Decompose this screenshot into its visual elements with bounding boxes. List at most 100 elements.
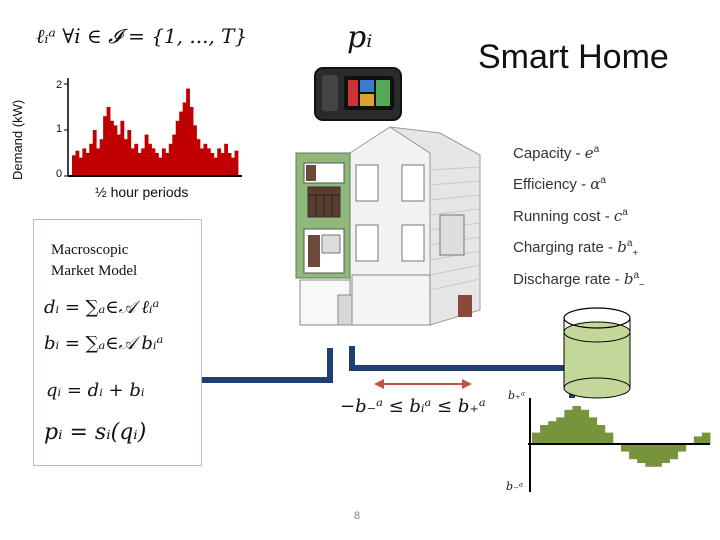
demand-bar	[75, 150, 80, 176]
demand-bar	[175, 120, 180, 176]
battery-cylinder	[563, 307, 631, 399]
demand-bar	[161, 148, 166, 176]
demand-bar	[72, 155, 76, 176]
demand-bar	[116, 134, 121, 176]
charge-bar	[572, 406, 581, 444]
demand-bar	[110, 120, 114, 176]
demand-bar	[82, 148, 87, 176]
demand-bar	[220, 153, 225, 176]
battery-property-superscript: a	[593, 144, 600, 155]
charge-bar	[548, 421, 557, 444]
battery-property-subscript: −	[639, 280, 645, 291]
demand-bar	[182, 102, 187, 176]
demand-bar	[203, 143, 208, 176]
demand-bar	[158, 157, 163, 176]
battery-wire	[349, 346, 575, 398]
market-wire	[202, 348, 333, 383]
x-axis-label: ½ hour periods	[95, 184, 189, 200]
charge-min-label: b₋ᵃ	[506, 480, 523, 493]
demand-bar	[127, 130, 132, 176]
charge-bar	[588, 417, 598, 444]
demand-bar	[144, 134, 149, 176]
charge-bar	[637, 444, 646, 463]
charge-bar	[677, 444, 687, 452]
battery-property-superscript: a	[622, 207, 628, 218]
equation-battery: bᵢ = ∑ₐ∈𝒜 bᵢᵃ	[44, 333, 164, 354]
demand-bar	[106, 107, 111, 176]
smart-meter-icon	[314, 67, 402, 121]
battery-property-label: Running cost -	[513, 208, 614, 225]
charge-bar	[596, 425, 606, 444]
demand-bar	[227, 153, 232, 176]
demand-bar	[234, 150, 239, 176]
demand-bar	[137, 153, 142, 176]
page-number: 8	[354, 510, 361, 522]
battery-property: Efficiency - αa	[513, 175, 606, 193]
demand-bar	[85, 153, 90, 176]
battery-property-symbol: b	[617, 238, 627, 256]
market-model-box	[33, 219, 202, 466]
charge-bar	[532, 432, 541, 444]
demand-bar	[89, 143, 94, 176]
demand-bar	[113, 125, 118, 176]
demand-bar	[231, 157, 235, 176]
charge-bar	[661, 444, 670, 463]
index-formula: ℓᵢᵃ ∀i ∈ 𝓘 = {1, ..., T}	[36, 24, 248, 48]
battery-property: Capacity - ea	[513, 144, 599, 162]
demand-bar	[99, 139, 104, 176]
y-tick-1: 1	[56, 123, 63, 135]
arrow-head-left	[374, 379, 384, 389]
charge-bar	[580, 409, 590, 444]
charge-bar	[693, 436, 703, 444]
battery-property-label: Charging rate -	[513, 239, 618, 256]
battery-property-label: Capacity -	[513, 145, 585, 162]
battery-property: Discharge rate - ba−	[513, 270, 645, 291]
charge-max-label: b₊ᵃ	[508, 389, 525, 402]
demand-bar	[96, 148, 101, 176]
demand-bar	[224, 143, 229, 176]
battery-property-superscript: a	[600, 175, 606, 186]
battery-property-label: Discharge rate -	[513, 271, 624, 288]
battery-property-symbol: α	[590, 175, 601, 193]
battery-property-symbol: c	[613, 207, 623, 225]
battery-property-symbol: b	[623, 270, 634, 288]
demand-bar	[199, 148, 204, 176]
market-title-line1: Macroscopic	[51, 242, 129, 258]
charge-bar	[701, 432, 711, 444]
charge-bar	[556, 417, 565, 444]
battery-property: Charging rate - ba+	[513, 238, 638, 259]
price-symbol: pᵢ	[347, 20, 373, 55]
demand-bar	[134, 143, 139, 176]
demand-bar	[103, 116, 107, 176]
slide-title: Smart Home	[478, 38, 669, 76]
charge-bar	[564, 409, 573, 444]
demand-bar	[206, 148, 211, 176]
y-tick-2: 2	[56, 79, 63, 91]
demand-bar	[92, 130, 97, 176]
battery-property-superscript: a	[626, 238, 633, 249]
demand-bar	[172, 134, 177, 176]
demand-bar	[168, 143, 173, 176]
charge-bar	[645, 444, 654, 467]
charge-bar	[604, 432, 614, 444]
demand-chart	[64, 78, 242, 177]
house-illustration	[295, 126, 481, 326]
demand-bar	[179, 111, 184, 176]
charge-constraint: −b₋ᵃ ≤ bᵢᵃ ≤ b₊ᵃ	[340, 396, 486, 417]
demand-bar	[193, 125, 197, 176]
demand-bar	[196, 139, 201, 176]
battery-property-subscript: +	[632, 248, 639, 259]
demand-bar	[148, 143, 152, 176]
demand-bar	[189, 107, 194, 176]
charge-bar	[540, 425, 549, 444]
demand-bar	[210, 153, 215, 176]
battery-property: Running cost - ca	[513, 207, 628, 225]
battery-property-superscript: a	[633, 270, 640, 281]
demand-bar	[165, 153, 170, 176]
arrow-head-right	[462, 379, 472, 389]
charge-bar	[621, 444, 630, 452]
demand-bar	[151, 148, 156, 176]
demand-bar	[217, 148, 222, 176]
equation-quantity: qᵢ = dᵢ + bᵢ	[46, 380, 145, 401]
